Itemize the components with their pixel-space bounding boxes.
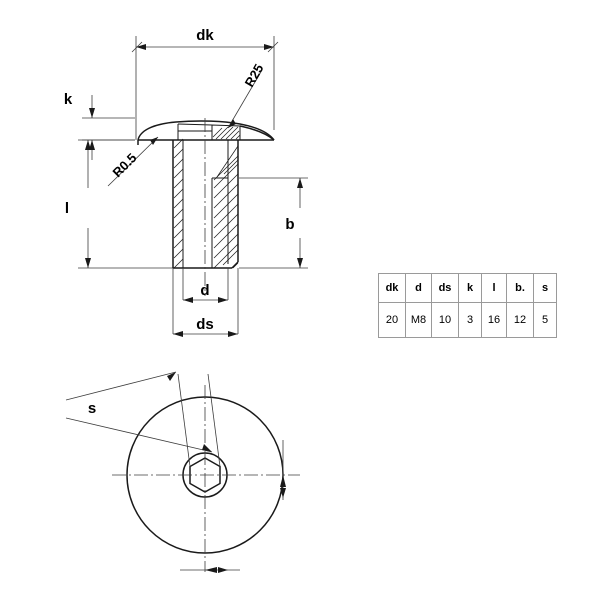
table-cell-k: 3	[458, 302, 482, 338]
table-header-l: l	[481, 273, 507, 303]
table-header-d: d	[405, 273, 432, 303]
table-header-b: b.	[506, 273, 534, 303]
dimension-k: k	[64, 91, 135, 160]
table-cell-ds: 10	[431, 302, 459, 338]
table-row: 20 M8 10 3 16 12 5	[378, 302, 557, 338]
specification-table: dk d ds k l b. s 20 M8 10 3 16 12 5	[378, 273, 557, 338]
table-cell-s: 5	[533, 302, 557, 338]
dimension-dk: dk	[131, 27, 279, 140]
leader-r05: R0.5	[107, 136, 159, 187]
label-k: k	[64, 91, 73, 108]
leader-r25: R25	[227, 61, 267, 129]
end-view-edge-arrow-right	[280, 440, 286, 500]
screw-head-outline	[137, 120, 275, 145]
dimension-d: d	[182, 268, 229, 303]
table-cell-l: 16	[481, 302, 507, 338]
label-s: s	[88, 400, 96, 417]
table-header-ds: ds	[431, 273, 459, 303]
table-header-dk: dk	[378, 273, 406, 303]
table-header-row: dk d ds k l b. s	[378, 273, 557, 303]
table-cell-dk: 20	[378, 302, 406, 338]
label-l: l	[65, 200, 69, 217]
end-view	[112, 385, 300, 572]
table-header-k: k	[458, 273, 482, 303]
label-b: b	[285, 216, 294, 233]
table-cell-d: M8	[405, 302, 432, 338]
table-header-s: s	[533, 273, 557, 303]
screw-shank	[172, 138, 239, 269]
end-view-edge-arrow-bottom	[180, 567, 240, 573]
dimension-l: l	[65, 139, 175, 269]
label-r05: R0.5	[110, 150, 140, 180]
label-r25: R25	[242, 61, 267, 89]
table-cell-b: 12	[506, 302, 534, 338]
dimension-b: b	[239, 177, 308, 269]
dimension-s: s	[65, 371, 221, 467]
dimension-ds: ds	[172, 268, 239, 337]
label-dk: dk	[196, 27, 214, 44]
label-ds: ds	[196, 316, 214, 333]
label-d: d	[200, 282, 209, 299]
